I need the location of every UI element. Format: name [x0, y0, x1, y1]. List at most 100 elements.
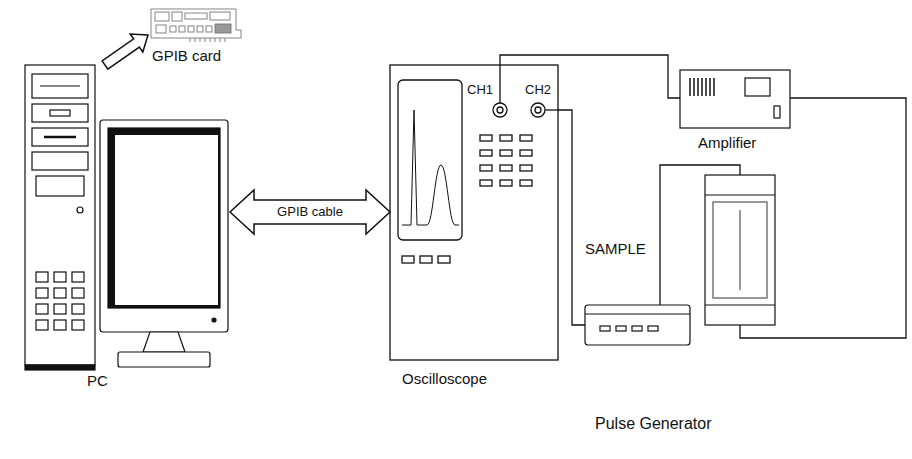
oscilloscope-node: Oscilloscope: [390, 65, 558, 360]
gpib-card-drawing-part: [210, 12, 230, 20]
sample-drawing-part: [713, 202, 767, 298]
pc-tower-drawing-part: [36, 288, 48, 298]
amplifier-drawing-part: [680, 70, 790, 128]
gpib-card-drawing-part: [155, 12, 169, 21]
oscilloscope-drawing-part: [390, 65, 558, 360]
sample-drawing: [705, 175, 775, 325]
gpib-card-drawing-part: [190, 38, 225, 42]
oscilloscope-drawing-part: [402, 256, 414, 263]
device-label: SAMPLE: [585, 240, 646, 258]
pc-tower-drawing-part: [36, 304, 48, 314]
device-label: Pulse Generator: [595, 415, 712, 433]
pulse-generator-drawing: [585, 305, 690, 345]
sample-drawing-part: [705, 175, 775, 325]
pulse-wire: [660, 165, 740, 305]
device-label: Amplifier: [698, 134, 756, 152]
sample-drawing-part: [739, 210, 740, 290]
pulse-generator-drawing-part: [616, 326, 626, 331]
pc-tower-drawing-part: [25, 65, 95, 365]
output-wire: [740, 98, 906, 338]
oscilloscope-drawing-part: [480, 135, 492, 141]
pulse-generator-drawing-part: [632, 326, 642, 331]
pc-tower-drawing-part: [40, 85, 80, 86]
oscilloscope-drawing-part: [398, 80, 462, 240]
oscilloscope-drawing-part: [500, 165, 512, 171]
cable-arrow: [230, 190, 390, 234]
gpib-card-drawing-part: [215, 24, 231, 33]
pulse-generator-drawing-part: [585, 313, 690, 314]
pc-tower-drawing-part: [32, 104, 88, 122]
oscilloscope-drawing-part: [535, 107, 541, 113]
label-holder: CH1: [467, 81, 493, 99]
pc-tower-drawing-part: [54, 288, 66, 298]
pc-tower-drawing-part: [32, 152, 88, 170]
gpib-card-drawing-part: [206, 26, 212, 32]
gpib-card-drawing-part: [170, 26, 176, 32]
gpib-card-drawing-part: [197, 26, 203, 32]
gpib-card-drawing-part: [185, 13, 207, 19]
device-label: PC: [87, 372, 108, 390]
cable-label: GPIB cable: [274, 204, 346, 220]
sample-drawing-part: [705, 304, 775, 305]
gpib-card-drawing-part: [172, 12, 182, 21]
oscilloscope-drawing: [390, 65, 558, 360]
sample-drawing-part: [705, 194, 775, 195]
gpib-card-drawing-part: [188, 26, 194, 32]
pc-tower-drawing-part: [36, 176, 84, 196]
oscilloscope-drawing-part: [545, 109, 558, 110]
oscilloscope-drawing-part: [402, 110, 459, 225]
channel-label: CH1: [467, 81, 493, 99]
edge-label-holder: GPIB cable: [274, 204, 346, 220]
monitor-drawing-part: [212, 318, 216, 322]
oscilloscope-drawing-part: [500, 135, 512, 141]
pc-tower-drawing-part: [25, 365, 95, 370]
oscilloscope-drawing-part: [500, 180, 512, 186]
pc-tower-drawing-part: [77, 207, 83, 213]
oscilloscope-drawing-part: [520, 180, 532, 186]
oscilloscope-drawing-part: [438, 256, 450, 263]
pc-tower-drawing-part: [72, 272, 84, 282]
label-holder: CH2: [525, 81, 551, 99]
pc-tower-drawing-part: [54, 304, 66, 314]
device-label: Oscilloscope: [402, 370, 487, 388]
oscilloscope-drawing-part: [480, 180, 492, 186]
oscilloscope-drawing-part: [531, 103, 545, 117]
pc-tower-drawing-part: [54, 272, 66, 282]
sample-node: SAMPLE: [705, 175, 775, 325]
oscilloscope-drawing-part: [520, 150, 532, 156]
amplifier-drawing: [680, 70, 790, 128]
pc-tower-drawing-part: [50, 110, 70, 116]
oscilloscope-drawing-part: [480, 150, 492, 156]
pc-tower-drawing-part: [32, 128, 88, 146]
amplifier-node: Amplifier: [680, 70, 790, 128]
gpib-card-drawing-part: [151, 9, 241, 38]
pc-tower-drawing-part: [54, 320, 66, 330]
oscilloscope-drawing-part: [500, 150, 512, 156]
amplifier-drawing-part: [745, 78, 770, 96]
monitor-drawing-part: [143, 332, 185, 352]
gpib-card-drawing-part: [156, 25, 166, 33]
amplifier-drawing-part: [690, 78, 714, 96]
pc-tower-drawing-part: [44, 136, 76, 139]
pc-tower-drawing-part: [32, 74, 88, 98]
monitor-drawing: [100, 120, 228, 367]
card-arrow: [102, 34, 148, 69]
oscilloscope-drawing-part: [493, 103, 507, 117]
gpib-card-drawing: [151, 9, 241, 42]
pulse-generator-drawing-part: [585, 305, 690, 345]
oscilloscope-drawing-part: [520, 135, 532, 141]
oscilloscope-drawing-part: [420, 256, 432, 263]
pc-tower-drawing: [25, 65, 95, 370]
gpib-card-drawing-part: [179, 26, 185, 32]
oscilloscope-drawing-part: [497, 107, 503, 113]
card-node: GPIB card: [148, 3, 242, 43]
pc-tower-drawing-part: [72, 304, 84, 314]
monitor-drawing-part: [115, 135, 218, 305]
oscilloscope-drawing-part: [480, 165, 492, 171]
signal-wire: [500, 55, 680, 98]
generator-node: Pulse Generator: [585, 305, 690, 345]
monitor-drawing-part: [100, 120, 228, 332]
